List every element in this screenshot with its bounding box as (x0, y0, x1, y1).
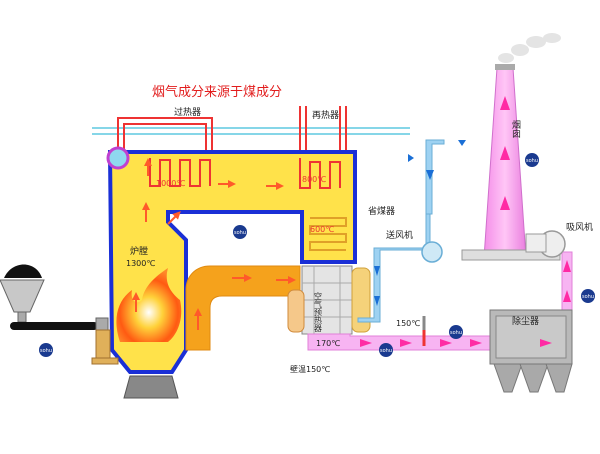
economizer-coil (309, 217, 347, 251)
superheater-label: 过热器 (174, 106, 201, 118)
superheater-coil (149, 158, 211, 187)
temp-600: 600℃ (310, 225, 334, 234)
sohu-badge-icon: sohu (449, 325, 463, 339)
svg-text:sohu: sohu (234, 230, 246, 236)
temp-1000: 1000℃ (156, 179, 185, 188)
steam-lines (92, 127, 410, 135)
chimney-label: 烟囱 (510, 119, 521, 139)
air-preheater-label: 空气预热器 (314, 291, 323, 333)
reheater-label: 再热器 (312, 109, 339, 121)
supply-fan (421, 241, 443, 263)
sohu-badge-icon: sohu (581, 289, 595, 303)
temp-170: 170℃ (316, 339, 340, 348)
exhaust-fan (461, 230, 566, 261)
svg-text:sohu: sohu (450, 330, 462, 336)
svg-text:sohu: sohu (380, 348, 392, 354)
reheater-coil (299, 158, 341, 189)
air-arrows (374, 140, 466, 306)
furnace-temp: 1300℃ (126, 259, 155, 268)
reheater-pipes (299, 106, 347, 152)
sohu-badge-icon: sohu (379, 343, 393, 357)
superheater-pipes (117, 117, 213, 152)
temp-800: 800℃ (302, 175, 326, 184)
wall-temp: 壁温150℃ (290, 364, 330, 374)
air-inlet-duct (425, 139, 445, 215)
sohu-badge-icon: sohu (525, 153, 539, 167)
hot-gas-arrows (132, 158, 296, 330)
svg-text:sohu: sohu (40, 348, 52, 354)
svg-text:sohu: sohu (526, 158, 538, 164)
furnace-label: 炉膛 (130, 245, 148, 257)
supply-fan-label: 送风机 (386, 229, 413, 241)
dust-collector (489, 309, 573, 393)
exhaust-fan-label: 吸风机 (566, 221, 593, 233)
svg-text:sohu: sohu (582, 294, 594, 300)
exhaust-arrows (360, 96, 571, 347)
temp-150: 150℃ (396, 319, 420, 328)
furnace-flame (116, 268, 182, 342)
steam-drum (106, 146, 130, 170)
diagram-title: 烟气成分来源于煤成分 (152, 84, 282, 100)
sohu-badge-icon: sohu (39, 343, 53, 357)
chimney-smoke (498, 33, 561, 63)
economizer-label: 省煤器 (368, 205, 395, 217)
sohu-badge-icon: sohu (233, 225, 247, 239)
air-preheater (287, 265, 371, 335)
dust-collector-label: 除尘器 (512, 315, 539, 327)
furnace-hopper (123, 375, 179, 399)
coal-feeder (0, 264, 119, 365)
watermark-badges: sohu sohu sohu sohu sohu sohu (39, 153, 595, 357)
chimney-cap (495, 64, 515, 70)
